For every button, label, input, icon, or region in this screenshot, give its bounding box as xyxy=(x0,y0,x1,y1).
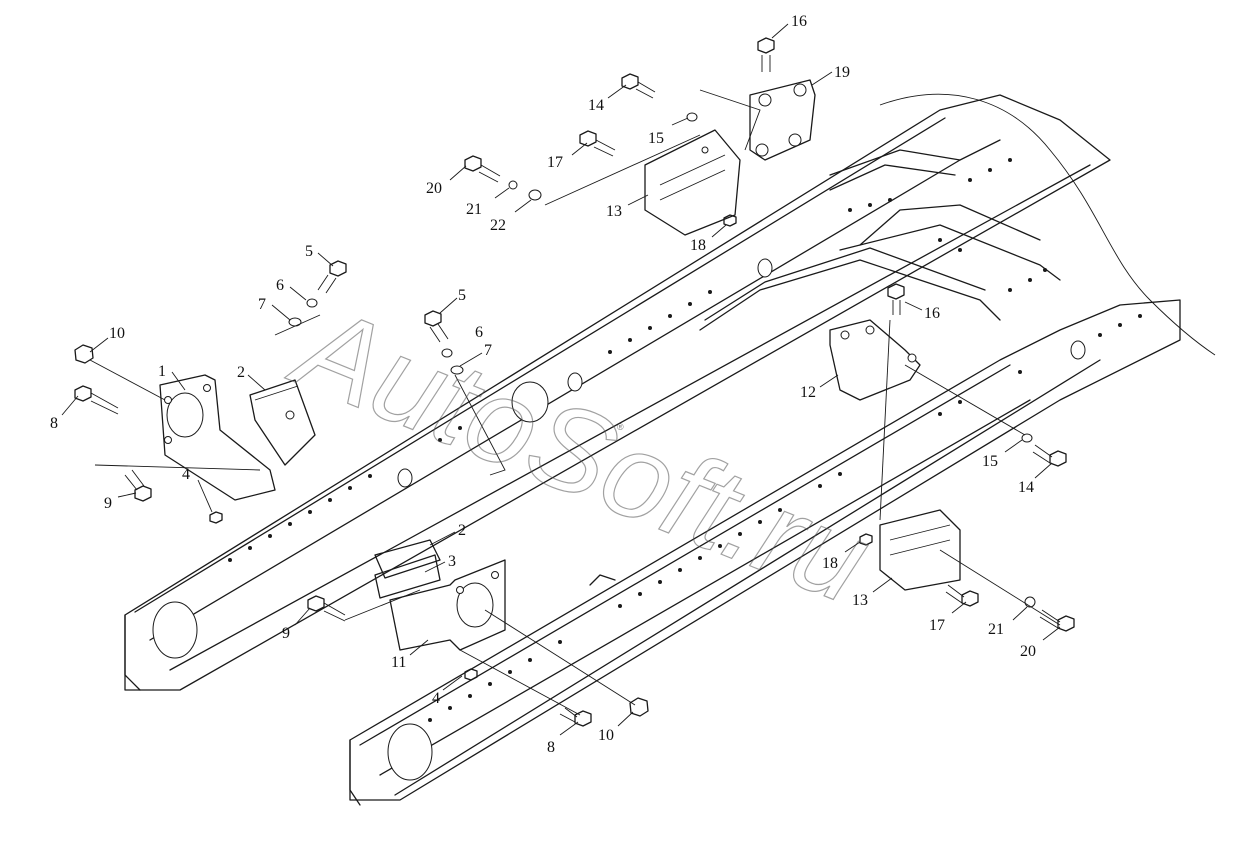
callout-21-upper: 21 xyxy=(466,201,482,218)
callout-8-upper: 8 xyxy=(50,415,58,432)
assembly-lines xyxy=(89,89,1061,716)
callout-4-lower: 4 xyxy=(432,690,440,707)
callout-3: 3 xyxy=(448,553,456,570)
cross-members xyxy=(699,139,1061,331)
callout-7-lower: 7 xyxy=(484,342,492,359)
callout-13-lower: 13 xyxy=(852,592,868,609)
callout-6-upper: 6 xyxy=(276,277,284,294)
mount-part-13-upper xyxy=(644,129,741,236)
callout-17-lower: 17 xyxy=(929,617,945,634)
callout-12: 12 xyxy=(800,384,816,401)
callout-2-lower: 2 xyxy=(458,522,466,539)
callouts: 1 2 2 3 4 4 5 5 6 6 7 7 8 xyxy=(50,13,1061,756)
callout-5-upper: 5 xyxy=(305,243,313,260)
callout-14-lower: 14 xyxy=(1018,479,1034,496)
callout-11: 11 xyxy=(391,654,406,671)
callout-2-upper: 2 xyxy=(237,364,245,381)
bracket-part-1 xyxy=(159,374,276,501)
callout-18-upper: 18 xyxy=(690,237,706,254)
callout-20-lower: 20 xyxy=(1020,643,1036,660)
callout-15-upper: 15 xyxy=(648,130,664,147)
callout-10-upper: 10 xyxy=(109,325,125,342)
callout-18-lower: 18 xyxy=(822,555,838,572)
callout-13-upper: 13 xyxy=(606,203,622,220)
bracket-part-12 xyxy=(829,319,921,401)
bracket-part-11 xyxy=(389,559,506,651)
callout-17-upper: 17 xyxy=(547,154,563,171)
callout-4-upper: 4 xyxy=(182,466,190,483)
callout-9-upper: 9 xyxy=(104,495,112,512)
callout-19: 19 xyxy=(834,64,850,81)
callout-16-upper: 16 xyxy=(791,13,807,30)
callout-14-upper: 14 xyxy=(588,97,604,114)
callout-21-lower: 21 xyxy=(988,621,1004,638)
watermark-registered-mark: ® xyxy=(617,422,624,432)
watermark: AutoSoft.ru xyxy=(275,278,887,629)
callout-16-lower: 16 xyxy=(924,305,940,322)
plate-part-19 xyxy=(749,79,816,161)
callout-5-lower: 5 xyxy=(458,287,466,304)
callout-10-lower: 10 xyxy=(598,727,614,744)
left-frame-rail xyxy=(124,94,1111,691)
mount-part-2-upper xyxy=(249,379,316,466)
background-outline xyxy=(879,93,1216,356)
callout-15-lower: 15 xyxy=(982,453,998,470)
mount-part-13-lower xyxy=(879,509,961,591)
right-frame-rail xyxy=(349,299,1181,806)
frame-holes xyxy=(228,158,1142,722)
callout-9-lower: 9 xyxy=(282,625,290,642)
callout-7-upper: 7 xyxy=(258,296,266,313)
callout-22: 22 xyxy=(490,217,506,234)
callout-1: 1 xyxy=(158,363,166,380)
callout-20-upper: 20 xyxy=(426,180,442,197)
callout-8-lower: 8 xyxy=(547,739,555,756)
callout-6-lower: 6 xyxy=(475,324,483,341)
mount-part-2-lower xyxy=(374,539,441,599)
